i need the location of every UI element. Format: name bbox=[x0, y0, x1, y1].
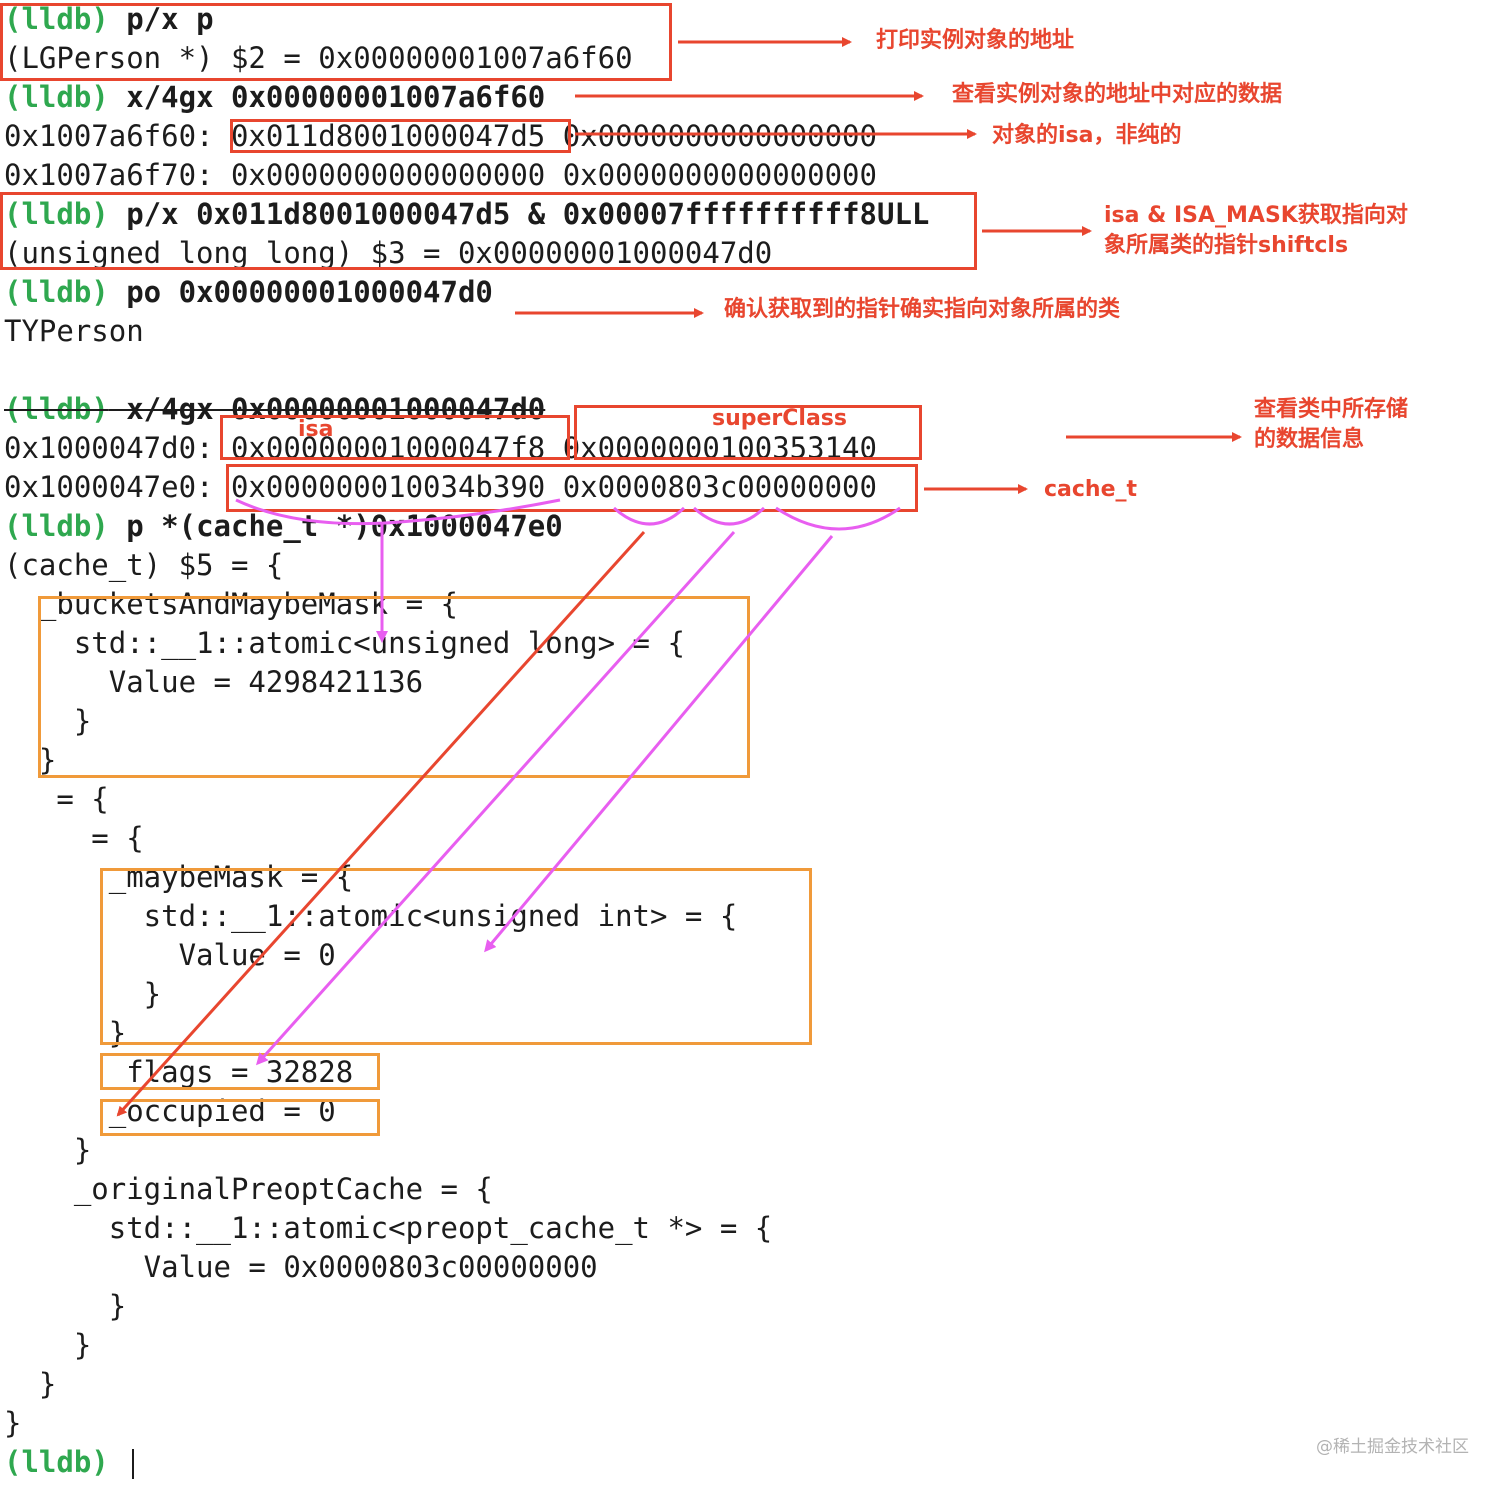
brace-buckets bbox=[235, 498, 561, 526]
terminal-line: _bucketsAndMaybeMask = { bbox=[4, 587, 458, 621]
field-mapping-arrows bbox=[116, 498, 901, 1117]
terminal-line: std::__1::atomic<unsigned int> = { bbox=[4, 899, 738, 933]
terminal-line: 0x1007a6f70: 0x0000000000000000 0x000000… bbox=[4, 158, 877, 192]
text-cursor bbox=[132, 1449, 135, 1479]
terminal-line: (lldb) x/4gx 0x00000001007a6f60 bbox=[4, 80, 546, 114]
terminal-line: Value = 4298421136 bbox=[4, 665, 424, 699]
superclass-label: superClass bbox=[712, 406, 847, 431]
annotation-cache-t: cache_t bbox=[1044, 477, 1138, 502]
terminal-input-line[interactable]: (lldb) bbox=[4, 1443, 135, 1482]
terminal-line: } bbox=[4, 1133, 92, 1167]
terminal-line: } bbox=[4, 743, 57, 777]
terminal-line: (lldb) p/x 0x011d8001000047d5 & 0x00007f… bbox=[4, 197, 930, 231]
highlight-box-isa-value bbox=[230, 119, 571, 153]
highlight-box-isa bbox=[220, 415, 570, 460]
terminal-line: (LGPerson *) $2 = 0x00000001007a6f60 bbox=[4, 41, 633, 75]
terminal-line: } bbox=[4, 704, 92, 738]
terminal-line: = { bbox=[4, 821, 144, 855]
arrow-to-maybemask bbox=[484, 535, 834, 953]
terminal-line: } bbox=[4, 1328, 92, 1362]
terminal-line: std::__1::atomic<unsigned long> = { bbox=[4, 626, 685, 660]
highlight-box-flags bbox=[100, 1053, 380, 1090]
arrow-to-occupied bbox=[116, 530, 646, 1117]
terminal-line: } bbox=[4, 1406, 22, 1440]
terminal-line: (lldb) p/x p bbox=[4, 2, 214, 36]
brace-flags bbox=[693, 506, 766, 526]
terminal-line: Value = 0x0000803c00000000 bbox=[4, 1250, 598, 1284]
highlight-box-maybemask bbox=[100, 868, 812, 1045]
terminal-line: (lldb) x/4gx 0x00000001000047d0 bbox=[4, 392, 546, 426]
annotation-confirm-class: 确认获取到的指针确实指向对象所属的类 bbox=[724, 297, 1121, 322]
terminal-line: 0x1000047e0: 0x000000010034b390 0x000080… bbox=[4, 470, 877, 504]
terminal-line: (cache_t) $5 = { bbox=[4, 548, 284, 582]
isa-label: isa bbox=[298, 417, 334, 442]
highlight-box-isa-mask bbox=[0, 192, 977, 270]
annotation-view-data: 查看实例对象的地址中对应的数据 bbox=[952, 82, 1283, 107]
annotation-class-data: 查看类中所存储 的数据信息 bbox=[1254, 397, 1409, 452]
terminal-line: } bbox=[4, 1016, 127, 1050]
terminal-line: _flags = 32828 bbox=[4, 1055, 354, 1089]
annotation-isa-mask: isa & ISA_MASK获取指向对 象所属类的指针shiftcls bbox=[1104, 203, 1408, 258]
highlight-box-print-address bbox=[0, 3, 672, 81]
terminal-line: (lldb) po 0x00000001000047d0 bbox=[4, 275, 493, 309]
highlight-box-buckets bbox=[38, 596, 750, 778]
terminal-line: _maybeMask = { bbox=[4, 860, 354, 894]
terminal-line: (unsigned long long) $3 = 0x000000010000… bbox=[4, 236, 773, 270]
annotation-isa-not-pure: 对象的isa，非纯的 bbox=[992, 123, 1182, 148]
brace-occupied bbox=[613, 506, 686, 526]
arrow-to-flags bbox=[255, 530, 736, 1066]
terminal-line: 0x1007a6f60: 0x011d8001000047d5 0x000000… bbox=[4, 119, 877, 153]
terminal-line: } bbox=[4, 977, 162, 1011]
annotation-print-address: 打印实例对象的地址 bbox=[876, 28, 1075, 53]
terminal-line: } bbox=[4, 1367, 57, 1401]
terminal-line: std::__1::atomic<preopt_cache_t *> = { bbox=[4, 1211, 773, 1245]
highlight-box-cache-t bbox=[226, 464, 918, 512]
terminal-line: = { bbox=[4, 782, 109, 816]
watermark: @稀土掘金技术社区 bbox=[1316, 1437, 1469, 1457]
terminal-line: TYPerson bbox=[4, 314, 144, 348]
highlight-box-occupied bbox=[100, 1099, 380, 1136]
brace-maybemask bbox=[775, 506, 901, 531]
terminal-line: _originalPreoptCache = { bbox=[4, 1172, 493, 1206]
terminal-line: (lldb) p *(cache_t *)0x1000047e0 bbox=[4, 509, 563, 543]
highlight-box-superclass bbox=[574, 405, 922, 460]
terminal-line: } bbox=[4, 1289, 127, 1323]
annotation-arrows bbox=[515, 37, 1242, 494]
